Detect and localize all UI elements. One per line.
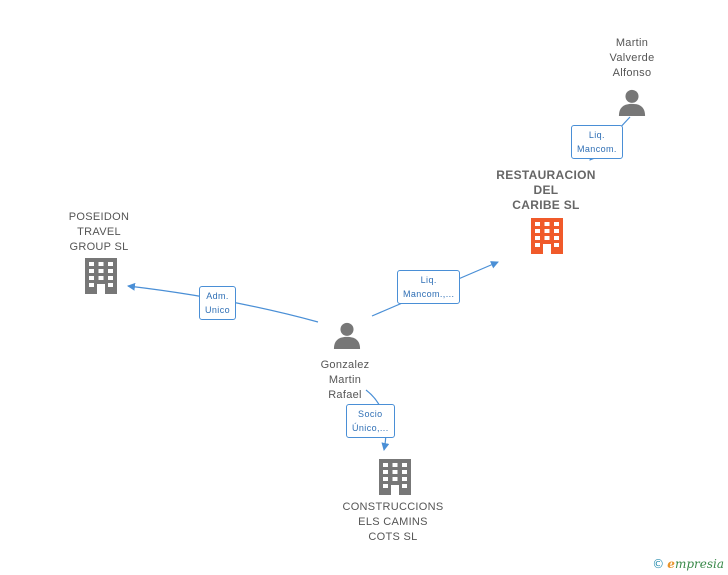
node-label-line: Valverde bbox=[609, 52, 655, 64]
node-label-line: RESTAURACION bbox=[496, 168, 596, 182]
node-label-line: Martin bbox=[615, 37, 649, 49]
node-label-line: Martin bbox=[328, 374, 362, 386]
node-label-line: CONSTRUCCIONS bbox=[342, 501, 444, 513]
relation-label-line: Único,... bbox=[352, 423, 389, 433]
node-label-line: ELS CAMINS bbox=[358, 516, 428, 528]
relation-label-line: Mancom.,... bbox=[403, 289, 455, 299]
copyright-icon: © bbox=[652, 557, 665, 571]
relation-label-line: Liq. bbox=[588, 130, 605, 140]
relation-label-line: Unico bbox=[205, 305, 231, 315]
node-label-line: Gonzalez bbox=[320, 359, 370, 371]
relation-label-line: Socio bbox=[358, 409, 383, 419]
node-label-line: COTS SL bbox=[368, 531, 418, 543]
node-label-line: DEL bbox=[533, 183, 559, 197]
node-label-line: POSEIDON bbox=[68, 211, 130, 223]
relation-label-line: Mancom. bbox=[577, 144, 617, 154]
relation-label-line: Liq. bbox=[420, 275, 437, 285]
building-icon-poseidon[interactable] bbox=[85, 258, 117, 294]
node-label-line: CARIBE SL bbox=[512, 198, 580, 212]
building-icon-construccions[interactable] bbox=[379, 459, 411, 495]
brand-footer[interactable]: ©empresia bbox=[652, 557, 724, 571]
brand-logo-text: mpresia bbox=[674, 557, 724, 571]
brand-logo-initial: e bbox=[667, 557, 675, 571]
person-icon-martin[interactable] bbox=[618, 89, 646, 116]
relation-label-gonzalez-poseidon[interactable]: Adm. Unico bbox=[199, 286, 237, 320]
relation-label-line: Adm. bbox=[206, 291, 229, 301]
node-label-poseidon[interactable]: POSEIDON TRAVEL GROUP SL bbox=[69, 210, 129, 255]
node-label-line: Rafael bbox=[328, 389, 362, 401]
relation-label-martin-restauracion[interactable]: Liq. Mancom. bbox=[571, 125, 623, 159]
person-icon-gonzalez[interactable] bbox=[333, 322, 361, 349]
node-label-construccions[interactable]: CONSTRUCCIONS ELS CAMINS COTS SL bbox=[342, 500, 443, 545]
node-label-line: Alfonso bbox=[612, 67, 652, 79]
node-label-line: TRAVEL bbox=[77, 226, 121, 238]
node-label-line: GROUP SL bbox=[69, 241, 129, 253]
relation-label-gonzalez-restauracion[interactable]: Liq. Mancom.,... bbox=[397, 270, 461, 304]
building-icon-restauracion[interactable] bbox=[531, 218, 563, 254]
